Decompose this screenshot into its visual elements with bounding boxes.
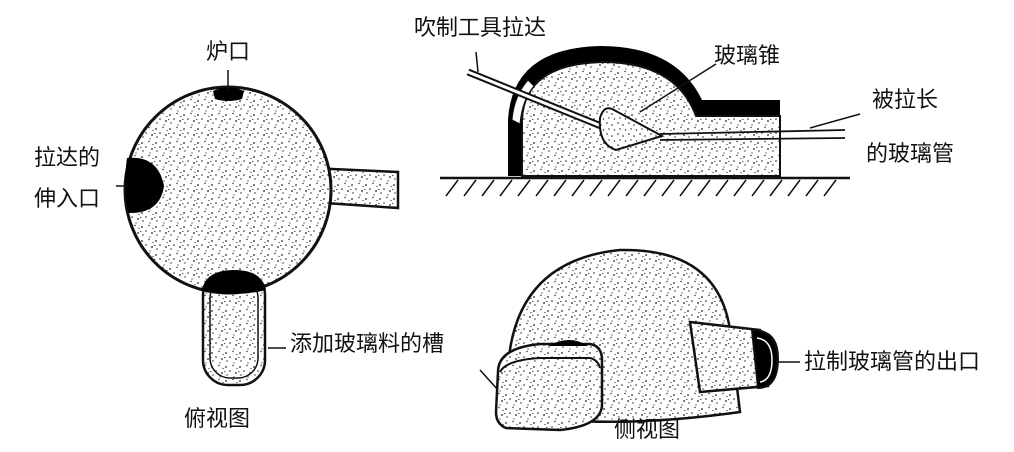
label-draw-entry-line2: 伸入口 [34, 187, 101, 212]
label-furnace-mouth: 炉口 [206, 40, 251, 65]
side-view-trough-opening [548, 340, 588, 346]
label-glass-cone: 玻璃锥 [714, 44, 781, 69]
side-view-outlet-mouth [750, 328, 780, 390]
cross-section-drawing [440, 46, 861, 197]
label-add-glass-trough: 添加玻璃料的槽 [290, 332, 445, 357]
stretched-glass-tube [659, 129, 846, 141]
side-view-drawing [479, 248, 800, 432]
label-blowing-tool: 吹制工具拉达 [414, 16, 547, 41]
cross-section-shell [508, 46, 780, 176]
glass-cone [598, 107, 665, 152]
top-view-draw-entry [125, 157, 164, 214]
cross-section-interior [521, 60, 781, 177]
label-draw-entry-line1: 拉达的 [34, 146, 101, 171]
label-side-view: 侧视图 [614, 418, 681, 443]
side-view-trough [494, 342, 604, 432]
top-view-trough-opening [202, 270, 266, 294]
label-stretched-tube-line1: 被拉长 [872, 88, 939, 113]
top-view-drawing [116, 70, 400, 387]
top-view-furnace-mouth [213, 87, 244, 101]
label-tube-outlet: 拉制玻璃管的出口 [804, 350, 981, 375]
label-stretched-tube-line2: 的玻璃管 [866, 142, 955, 167]
label-top-view: 俯视图 [184, 407, 251, 432]
